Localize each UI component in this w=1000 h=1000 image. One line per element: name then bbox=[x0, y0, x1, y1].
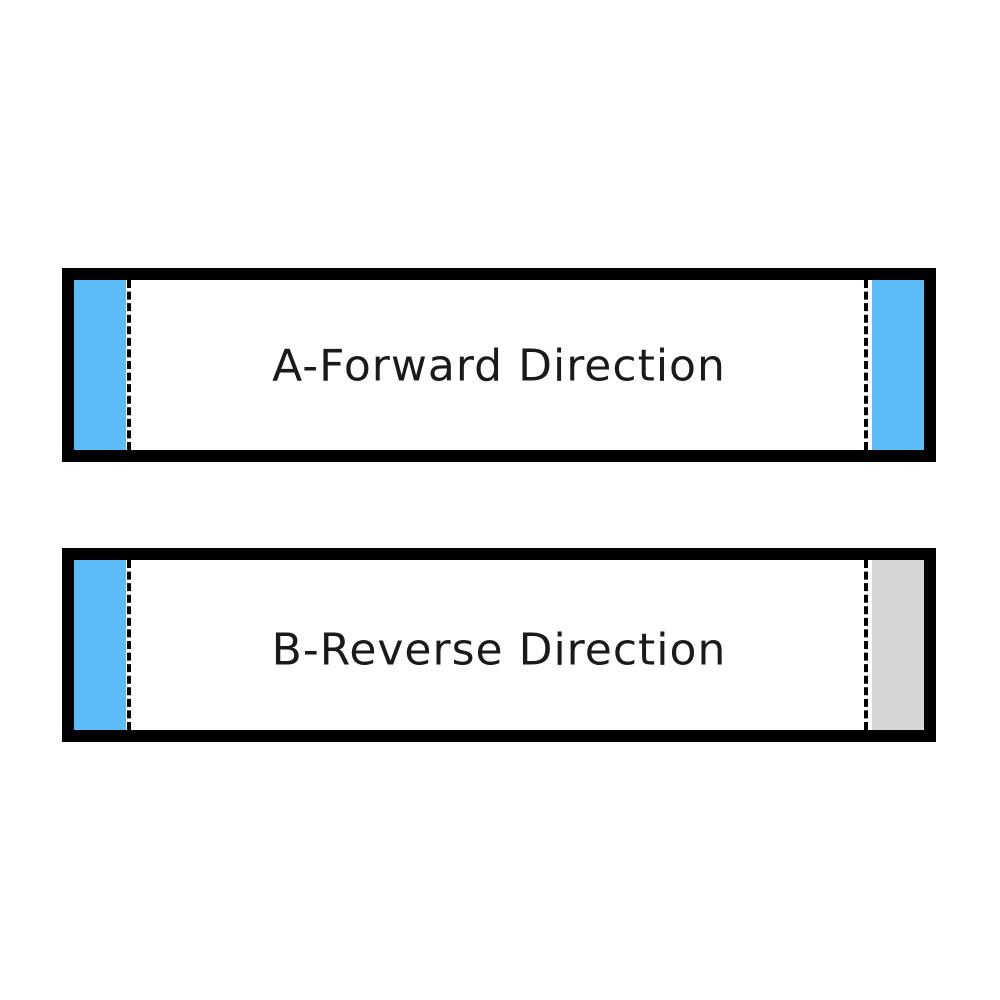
left-contact-strip bbox=[74, 280, 126, 450]
right-fold-line bbox=[864, 280, 868, 450]
left-fold-line bbox=[127, 560, 131, 730]
left-contact-strip bbox=[74, 560, 126, 730]
left-fold-line bbox=[127, 280, 131, 450]
forward-direction-cable: A-Forward Direction bbox=[62, 268, 936, 462]
right-covered-end bbox=[872, 560, 924, 730]
cable-label: A-Forward Direction bbox=[272, 340, 726, 392]
cable-label: B-Reverse Direction bbox=[271, 624, 727, 676]
reverse-direction-cable: B-Reverse Direction bbox=[62, 548, 936, 742]
right-fold-line bbox=[864, 560, 868, 730]
right-contact-strip bbox=[872, 280, 924, 450]
